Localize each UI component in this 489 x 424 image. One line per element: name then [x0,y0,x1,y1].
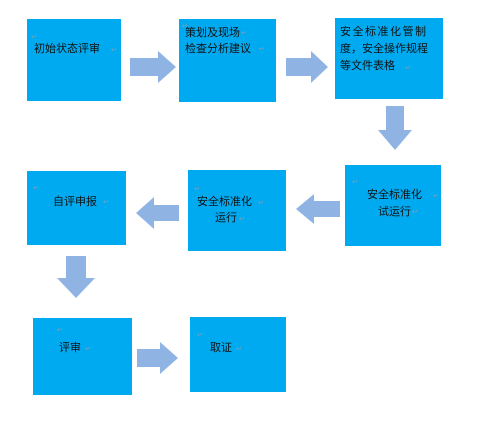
paragraph-mark: ↵ [182,22,188,30]
step-review: ↵ 评审 ↵ [33,318,132,395]
arrow-down-icon [57,256,95,298]
step-label-line-1: 安全标准化管制 [340,25,428,38]
step-label-line-2: 运行 [215,211,237,224]
paragraph-mark: ↵ [197,331,203,339]
paragraph-mark: ↵ [259,45,265,53]
paragraph-mark: ↵ [258,199,264,207]
step-label-line-2: 检查分析建议 [185,42,251,55]
step-label-line-1: 安全标准化 [367,188,422,201]
step-label-line-2: 试运行 [378,205,411,218]
arrow-right-icon [137,342,178,374]
step-trial-operation: ↵ 安全标准化 ↵ 试运行 ↵ [345,165,441,246]
step-initial-assessment: ↵ 初始状态评审 ↵ [27,19,121,101]
step-self-assessment-report: ↵ 自评申报 ↵ [27,171,126,245]
paragraph-mark: ↵ [239,215,245,223]
step-label-line-1: 策划及现场 [185,26,240,39]
paragraph-mark: ↵ [111,46,117,54]
arrow-left-icon [296,194,340,224]
paragraph-mark: ↵ [194,185,200,193]
paragraph-mark: ↵ [405,64,411,72]
arrow-left-icon [136,197,179,229]
paragraph-mark: ↵ [236,345,242,353]
step-label-line-2: 度，安全操作规程 [340,42,428,55]
paragraph-mark: ↵ [433,192,439,200]
step-planning-onsite-analysis: ↵ 策划及现场 ↵ 检查分析建议 ↵ [179,19,276,102]
paragraph-mark: ↵ [352,178,358,186]
paragraph-mark: ↵ [103,198,109,206]
step-label: 初始状态评审 [34,42,100,55]
arrow-right-icon [130,51,176,83]
paragraph-mark: ↵ [33,184,39,192]
step-label: 取证 [210,341,232,354]
step-standardization-operation: ↵ 安全标准化 ↵ 运行 ↵ [188,170,286,251]
step-safety-standardization-docs: 安全标准化管制 度，安全操作规程 等文件表格 ↵ [335,18,443,99]
paragraph-mark: ↵ [57,326,63,334]
paragraph-mark: ↵ [31,33,37,41]
step-certification: ↵ 取证 ↵ [190,317,286,392]
arrow-right-icon [286,51,328,83]
step-label: 自评申报 [53,195,97,208]
arrow-down-icon [378,106,412,150]
step-label: 评审 [59,341,81,354]
step-label-line-3: 等文件表格 [340,59,395,72]
step-label-line-1: 安全标准化 [197,195,252,208]
paragraph-mark: ↵ [241,29,247,37]
paragraph-mark: ↵ [85,345,91,353]
paragraph-mark: ↵ [412,208,418,216]
